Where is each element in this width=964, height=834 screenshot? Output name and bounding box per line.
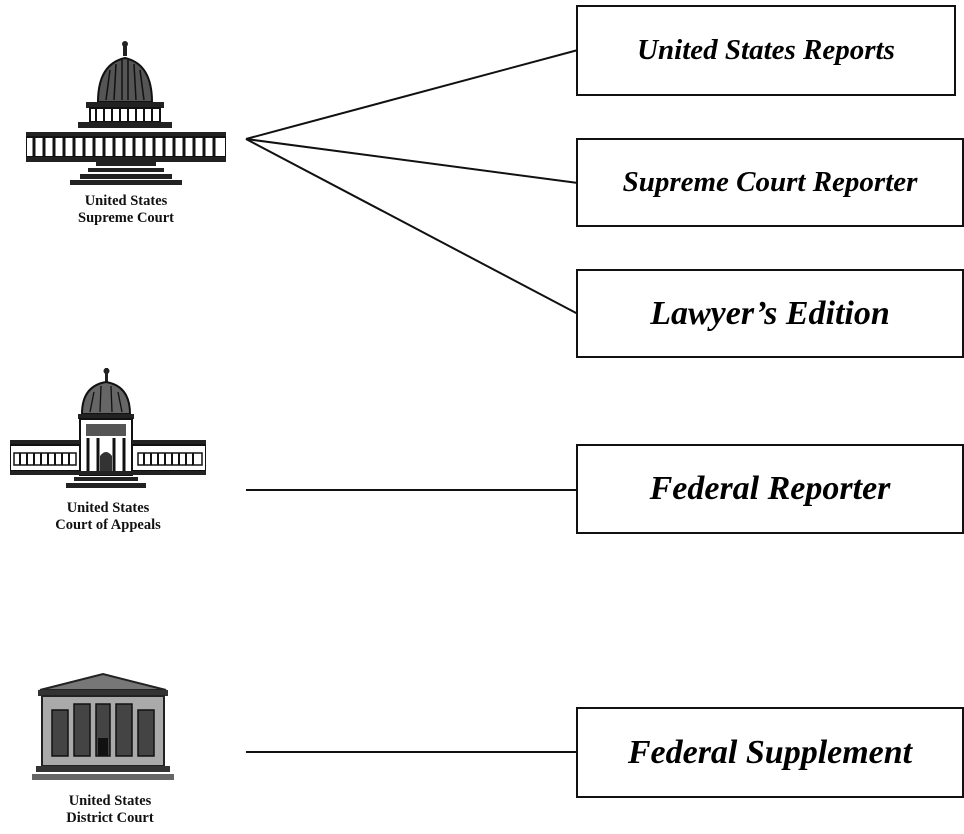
reporter-label: Lawyer’s Edition — [650, 294, 890, 332]
reporter-box-lawyers-edition: Lawyer’s Edition — [576, 269, 964, 358]
court-caption-line2: Court of Appeals — [55, 517, 161, 533]
court-caption-supreme: United States Supreme Court — [36, 193, 216, 227]
connector-supreme-supreme-court-reporter — [245, 138, 579, 184]
court-caption-line1: United States — [66, 500, 150, 516]
reporter-box-federal-reporter: Federal Reporter — [576, 444, 964, 534]
reporter-label: Federal Supplement — [627, 733, 913, 771]
court-caption-appeals: United States Court of Appeals — [18, 500, 198, 534]
reporter-label: Supreme Court Reporter — [622, 166, 918, 198]
reporter-box-federal-supplement: Federal Supplement — [576, 707, 964, 798]
courthouse-icon — [32, 672, 174, 780]
reporter-label: United States Reports — [637, 34, 895, 66]
court-caption-line2: District Court — [66, 810, 154, 826]
capitol-dome-icon — [26, 41, 226, 185]
domed-courthouse-icon — [10, 368, 206, 488]
court-caption-line2: Supreme Court — [78, 210, 174, 226]
court-caption-line1: United States — [68, 793, 152, 809]
court-caption-line1: United States — [84, 193, 168, 209]
connector-supreme-us-reports — [245, 49, 579, 140]
reporter-box-supreme-court-reporter: Supreme Court Reporter — [576, 138, 964, 227]
reporter-label: Federal Reporter — [649, 470, 891, 507]
court-caption-district: United States District Court — [20, 793, 200, 827]
reporter-box-us-reports: United States Reports — [576, 5, 956, 96]
connector-supreme-lawyers-edition — [245, 138, 579, 315]
